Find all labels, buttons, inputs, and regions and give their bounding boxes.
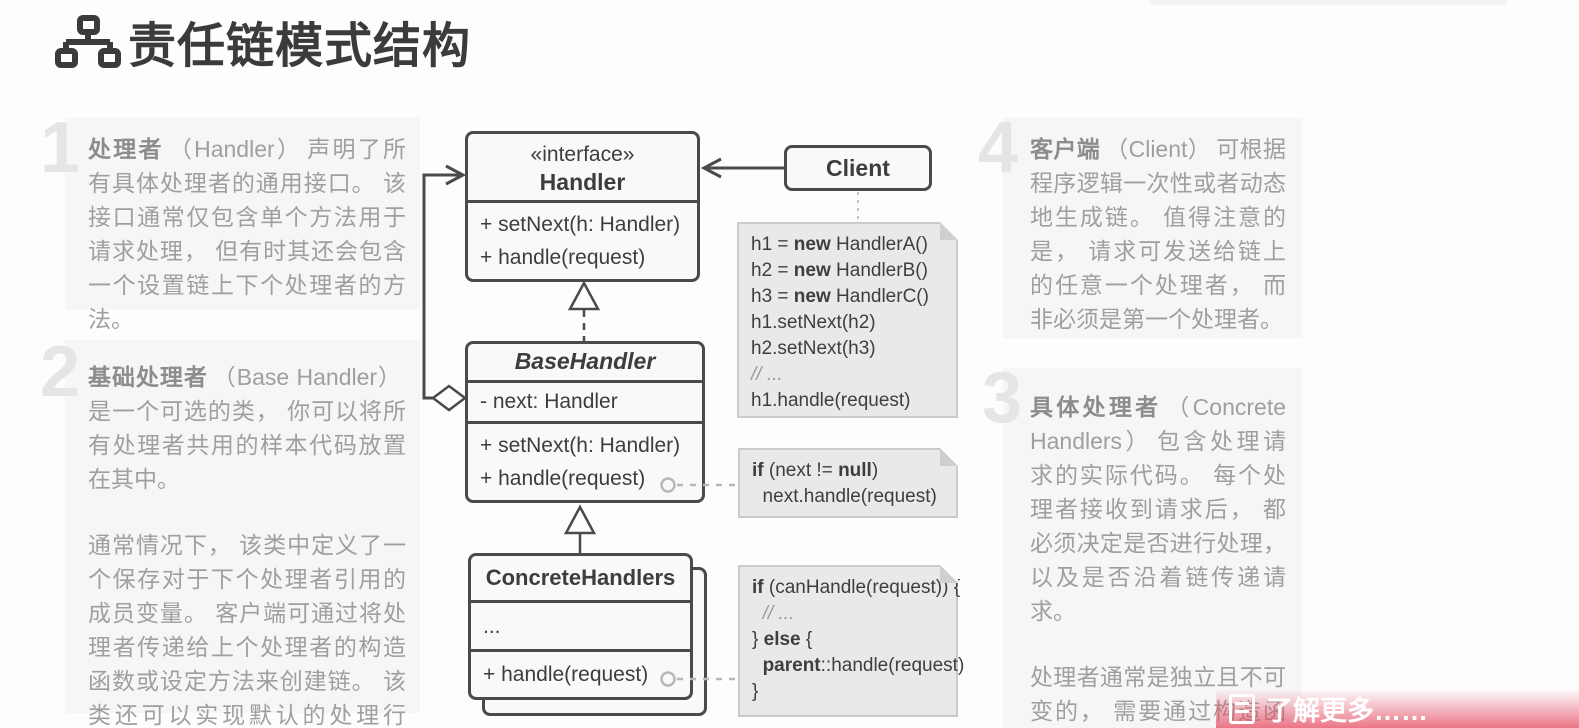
client-box: Client bbox=[784, 145, 932, 191]
step-3-text: 具体处理者（Concrete Handlers）包含处理请求的实际代码。 每个处… bbox=[1003, 368, 1302, 728]
page-title: 责任链模式结构 bbox=[128, 20, 472, 73]
base-handler-method: + setNext(h: Handler) bbox=[480, 434, 681, 457]
step-3-number: 3 bbox=[982, 358, 1023, 438]
base-handler-box: BaseHandler - next: Handler + setNext(h:… bbox=[465, 341, 705, 503]
client-name: Client bbox=[826, 154, 890, 181]
next-check-note: if (next != null) next.handle(request) bbox=[738, 448, 958, 518]
step-3-term: 具体处理者 bbox=[1030, 394, 1162, 420]
can-handle-note: if (canHandle(request)) { // ...} else {… bbox=[738, 565, 964, 717]
step-1-term: 处理者 bbox=[88, 136, 164, 162]
concrete-handlers-method: + handle(request) bbox=[483, 663, 649, 686]
handler-stereotype: «interface» bbox=[530, 143, 635, 166]
concrete-handlers-field: ... bbox=[483, 614, 501, 638]
step-4-term: 客户端 bbox=[1030, 136, 1101, 162]
concrete-handlers-name: ConcreteHandlers bbox=[485, 565, 676, 590]
base-handler-name: BaseHandler bbox=[514, 348, 656, 375]
learn-more-label: 了解更多…… bbox=[1266, 696, 1428, 726]
handler-method: + handle(request) bbox=[480, 246, 646, 269]
base-handler-method: + handle(request) bbox=[480, 467, 646, 490]
step-2-number: 2 bbox=[40, 332, 81, 412]
handler-method: + setNext(h: Handler) bbox=[480, 213, 681, 236]
step-1-number: 1 bbox=[40, 108, 81, 188]
base-handler-field: - next: Handler bbox=[480, 390, 618, 414]
learn-more-banner[interactable]: 了解更多…… bbox=[1216, 689, 1579, 728]
step-4-number: 4 bbox=[978, 108, 1019, 188]
hierarchy-icon bbox=[55, 15, 121, 68]
document-icon bbox=[1229, 693, 1255, 724]
step-4-text: 客户端（Client）可根据程序逻辑一次性或者动态地生成链。 值得注意的是， 请… bbox=[1003, 118, 1302, 338]
top-right-bar bbox=[1150, 0, 1507, 5]
concrete-handlers-box: ConcreteHandlers ... + handle(request) bbox=[468, 553, 693, 700]
handler-interface-box: «interface» Handler + setNext(h: Handler… bbox=[465, 131, 700, 282]
step-1-text: 处理者（Handler）声明了所有具体处理者的通用接口。 该接口通常仅包含单个方… bbox=[65, 118, 420, 332]
client-code-note: h1 = new HandlerA()h2 = new HandlerB()h3… bbox=[737, 222, 958, 418]
step-2-term: 基础处理者 bbox=[88, 364, 208, 390]
step-2-text: 基础处理者（Base Handler）是一个可选的类， 你可以将所有处理者共用的… bbox=[65, 340, 420, 728]
handler-name: Handler bbox=[539, 169, 626, 195]
